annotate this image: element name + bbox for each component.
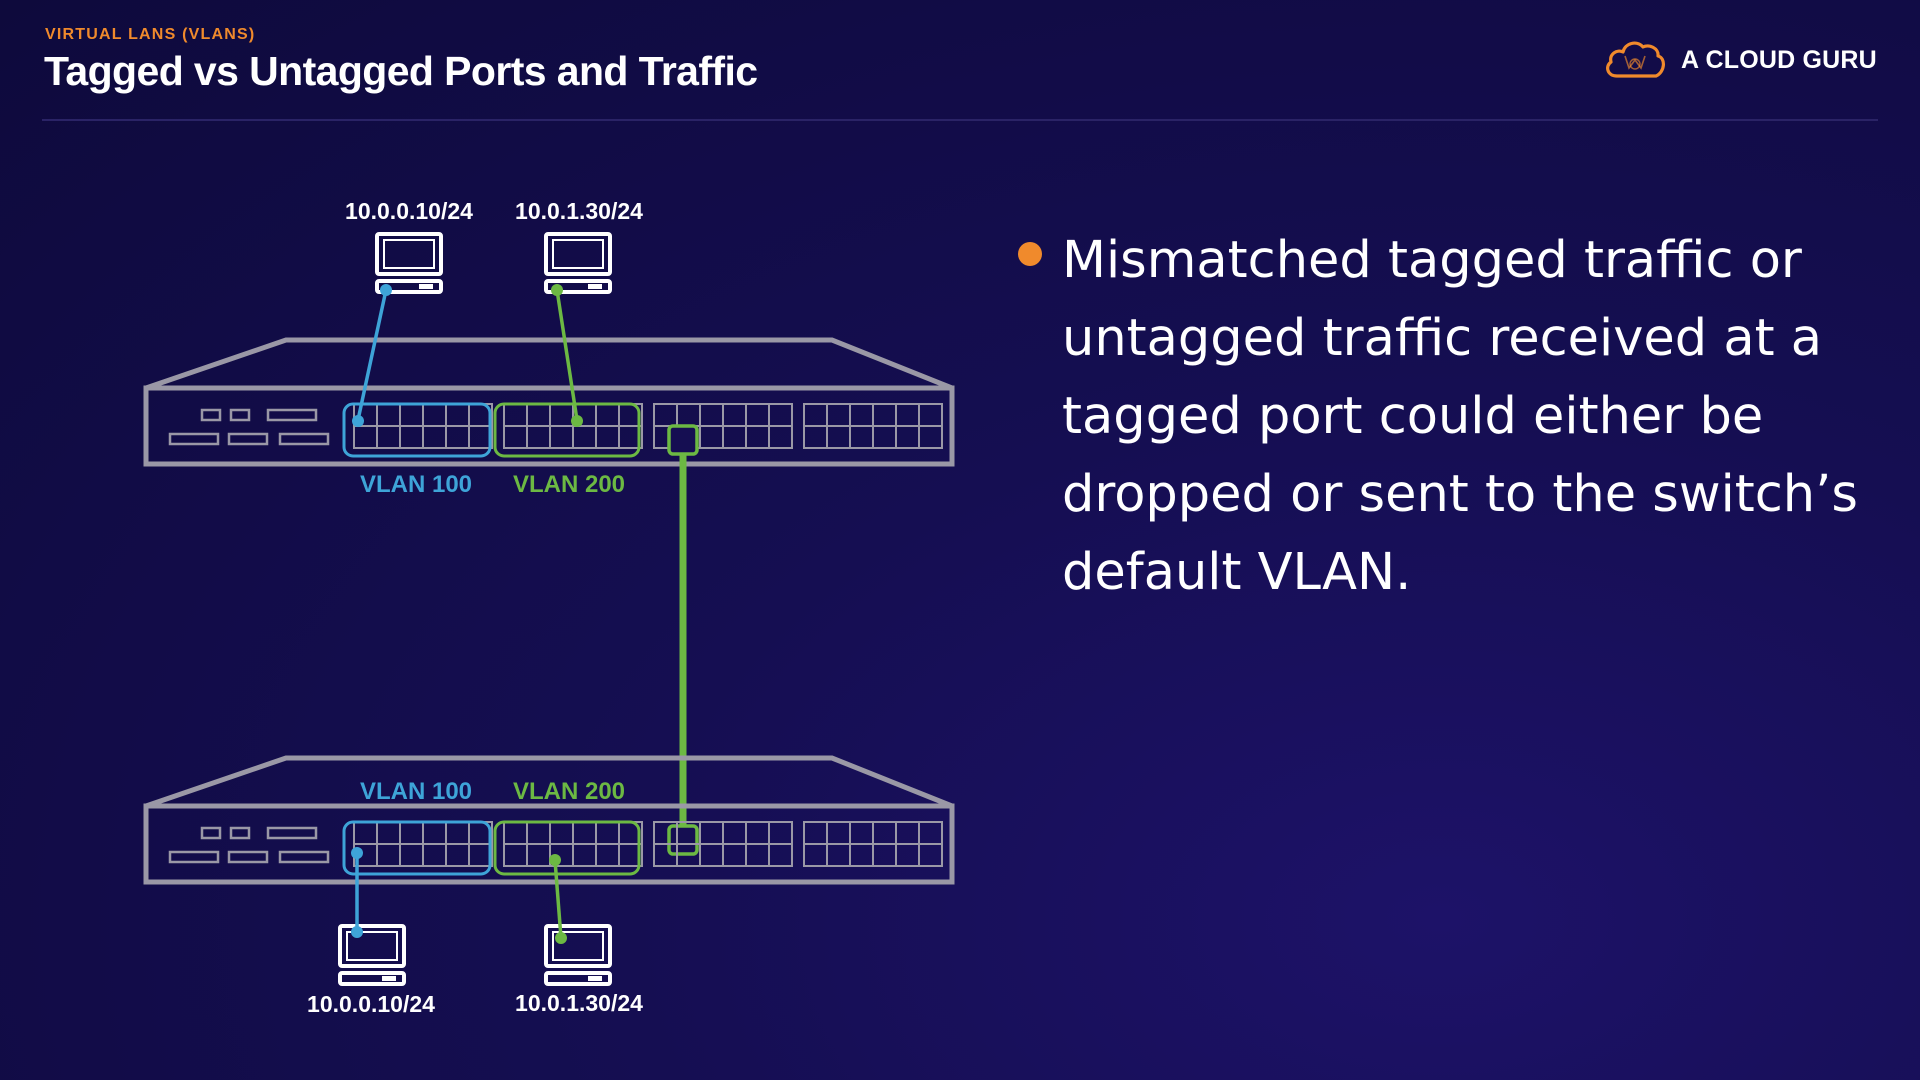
top-host-2-ip: 10.0.1.30/24 [515, 198, 643, 224]
top-host-1-link-end [380, 284, 392, 296]
bottom-switch-vlan100-label: VLAN 100 [360, 778, 472, 805]
top-host-1-ip: 10.0.0.10/24 [345, 198, 473, 224]
top-switch-vlan200-label: VLAN 200 [513, 471, 625, 498]
bottom-host-1-computer-icon [338, 924, 406, 986]
top-switch-vlan200-port [571, 415, 583, 427]
bullet-dot [1018, 242, 1042, 266]
top-host-2-link-end [551, 284, 563, 296]
bottom-switch-vlan200-ports [493, 820, 641, 876]
brand: A CLOUD GURU [1603, 36, 1877, 84]
bottom-host-2-link [553, 859, 563, 939]
eyebrow-label: VIRTUAL LANS (VLANS) [45, 26, 256, 43]
page-title: Tagged vs Untagged Ports and Traffic [44, 48, 758, 94]
bottom-switch-vlan100-port [351, 847, 363, 859]
bottom-switch-vlan100-ports [342, 820, 492, 876]
bottom-switch [146, 758, 952, 882]
top-host-2-link [555, 289, 579, 421]
bottom-switch-vlan200-port [549, 854, 561, 866]
cloud-logo-icon [1606, 41, 1665, 78]
bottom-host-1-ip: 10.0.0.10/24 [307, 991, 435, 1017]
top-switch-vlan100-ports [342, 402, 492, 458]
top-switch-vlan200-ports [493, 402, 641, 458]
bottom-host-2-link-end [555, 932, 567, 944]
top-switch-vlan100-port [352, 415, 364, 427]
top-host-2-computer-icon [544, 232, 612, 294]
vlan-diagram: 10.0.0.10/24 10.0.1.30/24 VLAN 100 VLAN … [0, 198, 1000, 1017]
top-switch [146, 340, 952, 464]
header-divider [42, 119, 1878, 121]
bottom-host-2-ip: 10.0.1.30/24 [515, 990, 643, 1016]
top-switch-vlan100-label: VLAN 100 [360, 471, 472, 498]
bottom-switch-vlan200-label: VLAN 200 [513, 778, 625, 805]
top-host-1-computer-icon [375, 232, 443, 294]
bottom-switch-trunk-port [667, 824, 699, 856]
bottom-host-2-computer-icon [544, 924, 612, 986]
top-host-1-link [356, 289, 388, 421]
bottom-host-1-link-end [351, 926, 363, 938]
top-switch-trunk-port [667, 424, 699, 456]
brand-name: A CLOUD GURU [1681, 45, 1877, 74]
bullet-text: Mismatched tagged traffic or untagged tr… [1062, 231, 1858, 602]
